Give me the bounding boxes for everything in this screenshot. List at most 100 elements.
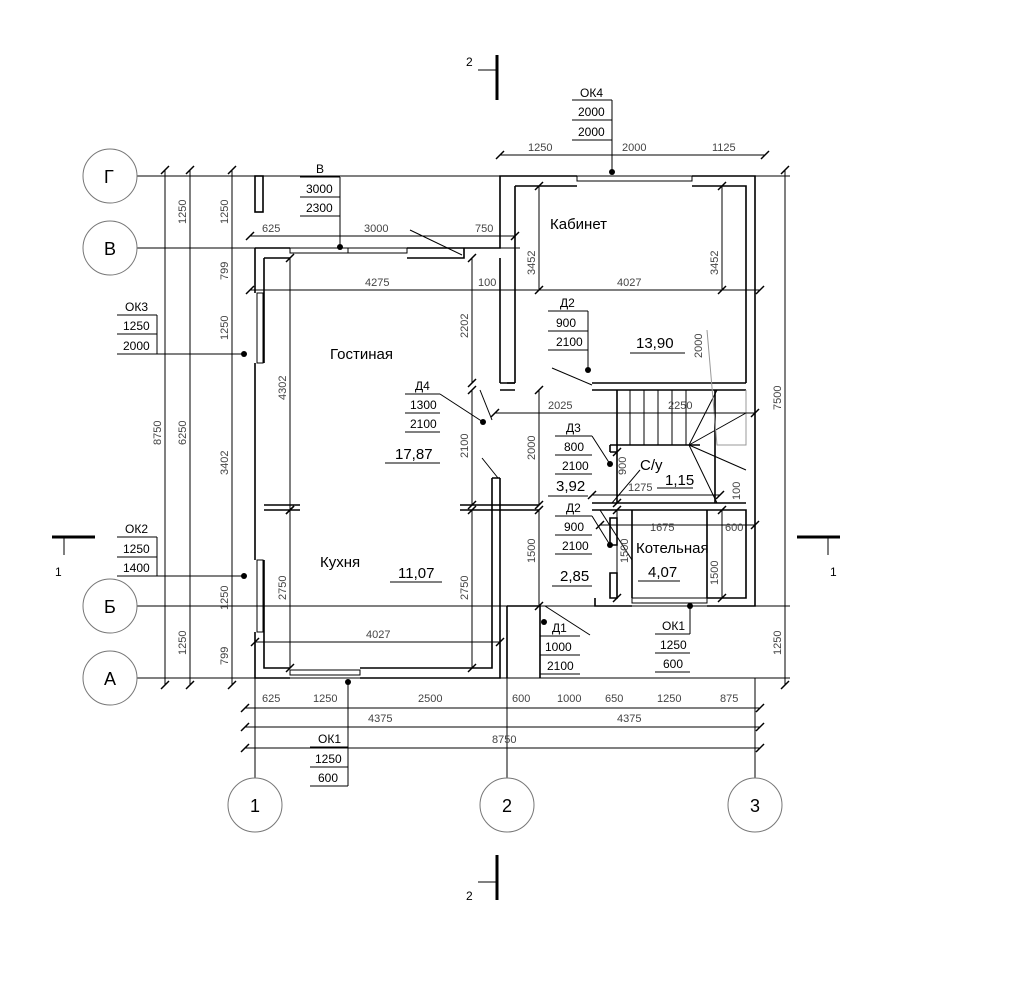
dim-text: 1250	[313, 693, 337, 705]
callout-mark: Д1	[552, 621, 567, 635]
callout-ok4: ОК4 2000 2000	[572, 86, 615, 175]
callout-height: 2100	[562, 459, 589, 473]
dimension-tick	[717, 181, 727, 191]
dimension-tick	[612, 505, 622, 515]
dimension-tick	[534, 500, 544, 510]
dimension-tick	[717, 593, 727, 603]
room-area-cabinet: 13,90	[636, 335, 674, 352]
dimension-tick	[750, 520, 760, 530]
dim-text: 900	[617, 457, 629, 475]
dimension-tick	[717, 285, 727, 295]
dimension-tick	[495, 150, 505, 160]
dimension-tick	[780, 680, 790, 690]
callout-mark: Д3	[566, 421, 581, 435]
dim-text: 2750	[459, 576, 471, 600]
dimension-tick	[755, 285, 765, 295]
axis-label-1: 1	[250, 796, 260, 816]
dimension-tick	[285, 505, 295, 515]
callout-height: 2100	[410, 417, 437, 431]
callout-d4: Д4 1300 2100	[405, 379, 486, 433]
dim-text: 650	[605, 693, 623, 705]
dim-text: 7500	[772, 386, 784, 410]
dim-text: 1500	[619, 539, 631, 563]
dim-text: 1675	[650, 522, 674, 534]
dim-text: 875	[720, 693, 738, 705]
callout-d2-boiler: Д2 900 2100	[555, 501, 613, 555]
dimension-tick	[495, 637, 505, 647]
dimension-tick	[612, 447, 622, 457]
dim-text: 3000	[364, 223, 388, 235]
axis-label-v: В	[104, 239, 116, 259]
dim-text: 8750	[152, 421, 164, 445]
dim-text: 1250	[657, 693, 681, 705]
dim-text: 2500	[418, 693, 442, 705]
section-bottom-label: 2	[466, 889, 473, 903]
dimension-tick	[467, 500, 477, 510]
callout-ok3: ОК3 1250 2000	[117, 300, 247, 357]
dim-text: 4027	[366, 629, 390, 641]
dimension-tick	[755, 743, 765, 753]
callout-width: 1250	[123, 542, 150, 556]
room-name-cabinet: Кабинет	[550, 216, 607, 233]
callout-width: 1250	[315, 752, 342, 766]
callout-height: 600	[663, 657, 683, 671]
callout-mark: ОК1	[662, 619, 685, 633]
dimension-tick	[467, 505, 477, 515]
dimension-tick	[534, 285, 544, 295]
dim-text: 4027	[617, 277, 641, 289]
callout-ok1-kitchen: ОК1 1250 600	[310, 679, 351, 787]
callout-height: 2100	[547, 659, 574, 673]
dim-text: 1125	[712, 142, 736, 154]
dim-text: 1275	[628, 482, 652, 494]
callout-mark: ОК3	[125, 300, 148, 314]
dim-text: 100	[731, 482, 743, 500]
callout-width: 900	[564, 520, 584, 534]
dimension-tick	[612, 498, 622, 508]
dimension-tick	[595, 520, 605, 530]
room-area-hall: 3,92	[556, 478, 585, 495]
dim-text: 1500	[526, 539, 538, 563]
room-area-kitchen: 11,07	[398, 565, 434, 582]
dim-text: 1250	[177, 200, 189, 224]
dimension-tick	[780, 165, 790, 175]
dim-text: 4275	[365, 277, 389, 289]
dim-text: 1500	[709, 561, 721, 585]
dimension-tick	[717, 505, 727, 515]
dimension-tick	[227, 680, 237, 690]
room-name-wc: С/у	[640, 457, 663, 474]
dim-text: 2000	[622, 142, 646, 154]
callout-mark: ОК4	[580, 86, 603, 100]
dim-text: 2000	[526, 436, 538, 460]
dimension-texts: 1250 2000 1125 625 3000 750 4275 100 402…	[152, 142, 784, 746]
dimension-tick	[490, 408, 500, 418]
callout-v: В 3000 2300	[300, 162, 343, 250]
axis-bubbles: Г В Б А 1 2 3	[82, 148, 783, 833]
dimension-tick	[755, 722, 765, 732]
callout-width: 2000	[578, 105, 605, 119]
dim-text: 1250	[177, 631, 189, 655]
dimension-tick	[245, 231, 255, 241]
dim-text: 625	[262, 693, 280, 705]
callout-mark: ОК2	[125, 522, 148, 536]
callout-height: 2300	[306, 201, 333, 215]
dim-text: 1000	[557, 693, 581, 705]
room-name-living: Гостиная	[330, 346, 393, 363]
dim-text: 1250	[772, 631, 784, 655]
door-swings	[409, 229, 641, 636]
callout-width: 1000	[545, 640, 572, 654]
dimension-tick	[510, 231, 520, 241]
dim-text: 1250	[219, 200, 231, 224]
callout-height: 2000	[578, 125, 605, 139]
dimension-tick	[467, 378, 477, 388]
dim-text: 799	[219, 262, 231, 280]
dim-text: 1250	[219, 586, 231, 610]
dimension-tick	[185, 680, 195, 690]
dimension-tick	[160, 680, 170, 690]
dim-text: 8750	[492, 734, 516, 746]
dimension-tick	[250, 637, 260, 647]
callout-mark: ОК1	[318, 732, 341, 746]
dimension-tick	[285, 663, 295, 673]
stairs	[616, 329, 747, 504]
callout-width: 1250	[660, 638, 687, 652]
dim-text: 3452	[526, 251, 538, 275]
